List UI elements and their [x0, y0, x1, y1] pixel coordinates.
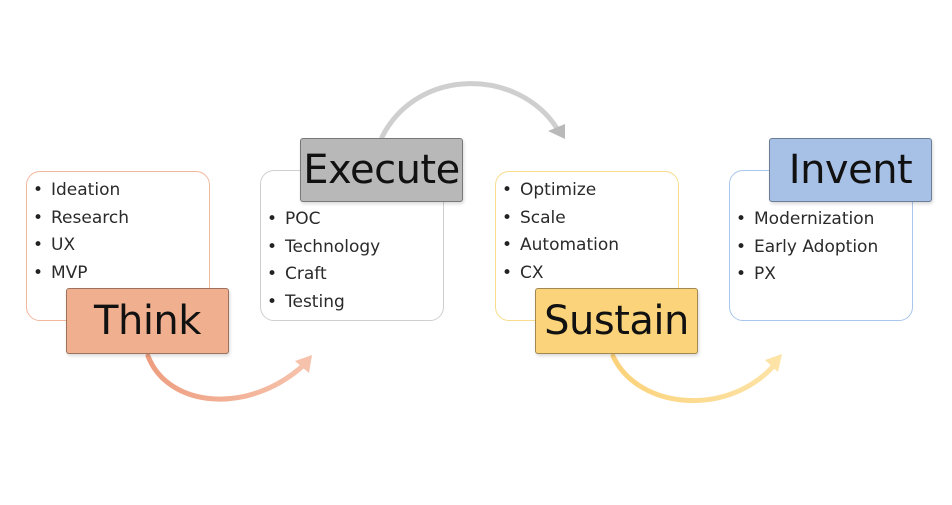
list-item: POC [261, 206, 443, 234]
think-label: Think [66, 288, 229, 354]
list-item: Research [27, 205, 209, 233]
invent-list: Modernization Early Adoption PX [730, 171, 912, 289]
invent-label: Invent [769, 138, 932, 202]
list-item: PX [730, 261, 912, 289]
list-item: Ideation [27, 177, 209, 205]
sustain-label: Sustain [535, 288, 698, 354]
think-list: Ideation Research UX MVP [27, 172, 209, 287]
arrow-think-to-execute [145, 353, 309, 402]
list-item: Early Adoption [730, 234, 912, 262]
execute-list: POC Technology Craft Testing [261, 171, 443, 316]
list-item: Optimize [496, 177, 678, 205]
sustain-list: Optimize Scale Automation CX [496, 172, 678, 287]
list-item: Automation [496, 232, 678, 260]
list-item: Modernization [730, 206, 912, 234]
arrow-execute-to-sustain-head [548, 124, 565, 139]
arrow-think-to-execute-head [295, 355, 312, 373]
list-item: Scale [496, 205, 678, 233]
list-item: UX [27, 232, 209, 260]
execute-label: Execute [300, 138, 463, 202]
arrow-sustain-to-invent-head [765, 354, 782, 372]
list-item: Testing [261, 289, 443, 317]
arrow-sustain-to-invent [610, 353, 779, 404]
list-item: MVP [27, 260, 209, 288]
arrow-execute-to-sustain [379, 81, 561, 140]
list-item: CX [496, 260, 678, 288]
list-item: Technology [261, 234, 443, 262]
list-item: Craft [261, 261, 443, 289]
